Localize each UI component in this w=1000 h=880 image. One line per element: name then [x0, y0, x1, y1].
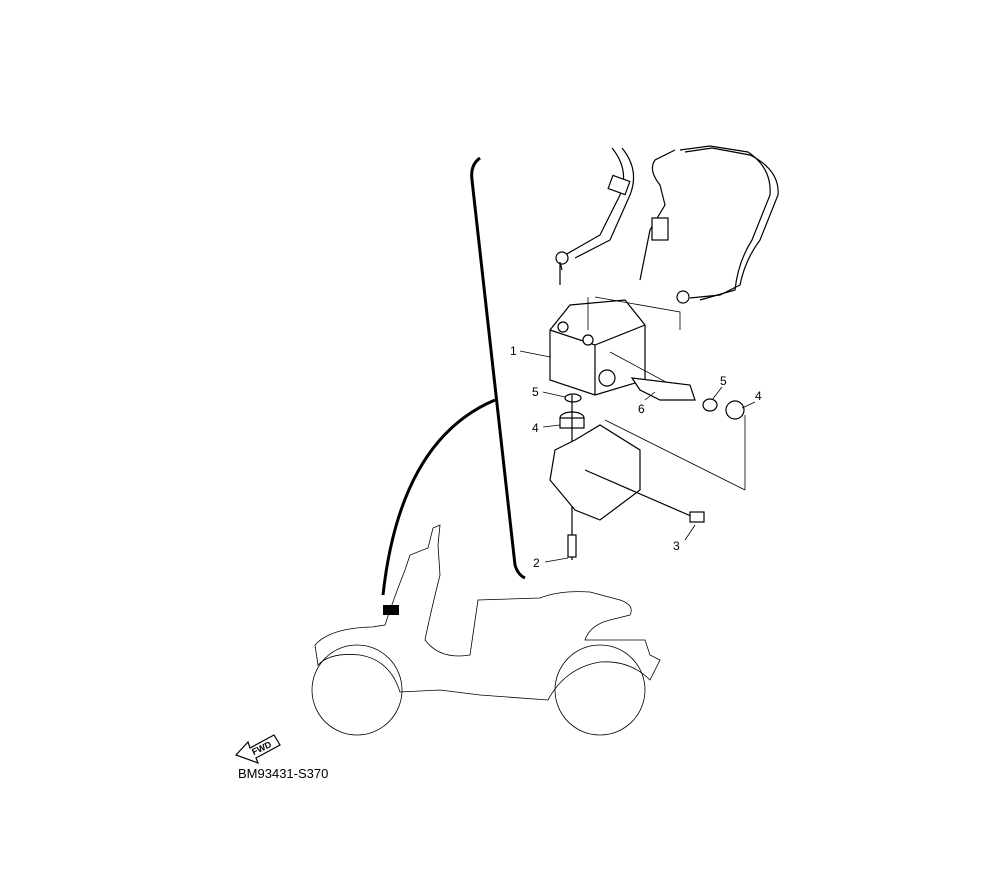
- scooter-silhouette: [311, 524, 661, 736]
- hydraulic-unit-part: [549, 296, 691, 396]
- fwd-arrow-icon: FWD: [234, 734, 281, 765]
- location-marker: [383, 605, 399, 615]
- callouts: 1 2 3 4 4 5 5 6: [510, 344, 762, 570]
- callout-6: 6: [638, 402, 645, 416]
- callout-5-right: 5: [720, 374, 727, 388]
- callout-1: 1: [510, 344, 517, 358]
- mount-parts: [549, 377, 746, 560]
- detail-boundary-line: [470, 156, 526, 580]
- callout-4-left: 4: [532, 421, 539, 435]
- callout-3: 3: [673, 539, 680, 553]
- diagram-code: BM93431-S370: [238, 766, 329, 781]
- callout-5-left: 5: [532, 385, 539, 399]
- callout-2: 2: [533, 556, 540, 570]
- callout-4-right: 4: [755, 389, 762, 403]
- brake-hoses: [555, 145, 779, 304]
- location-leader-line: [381, 398, 496, 596]
